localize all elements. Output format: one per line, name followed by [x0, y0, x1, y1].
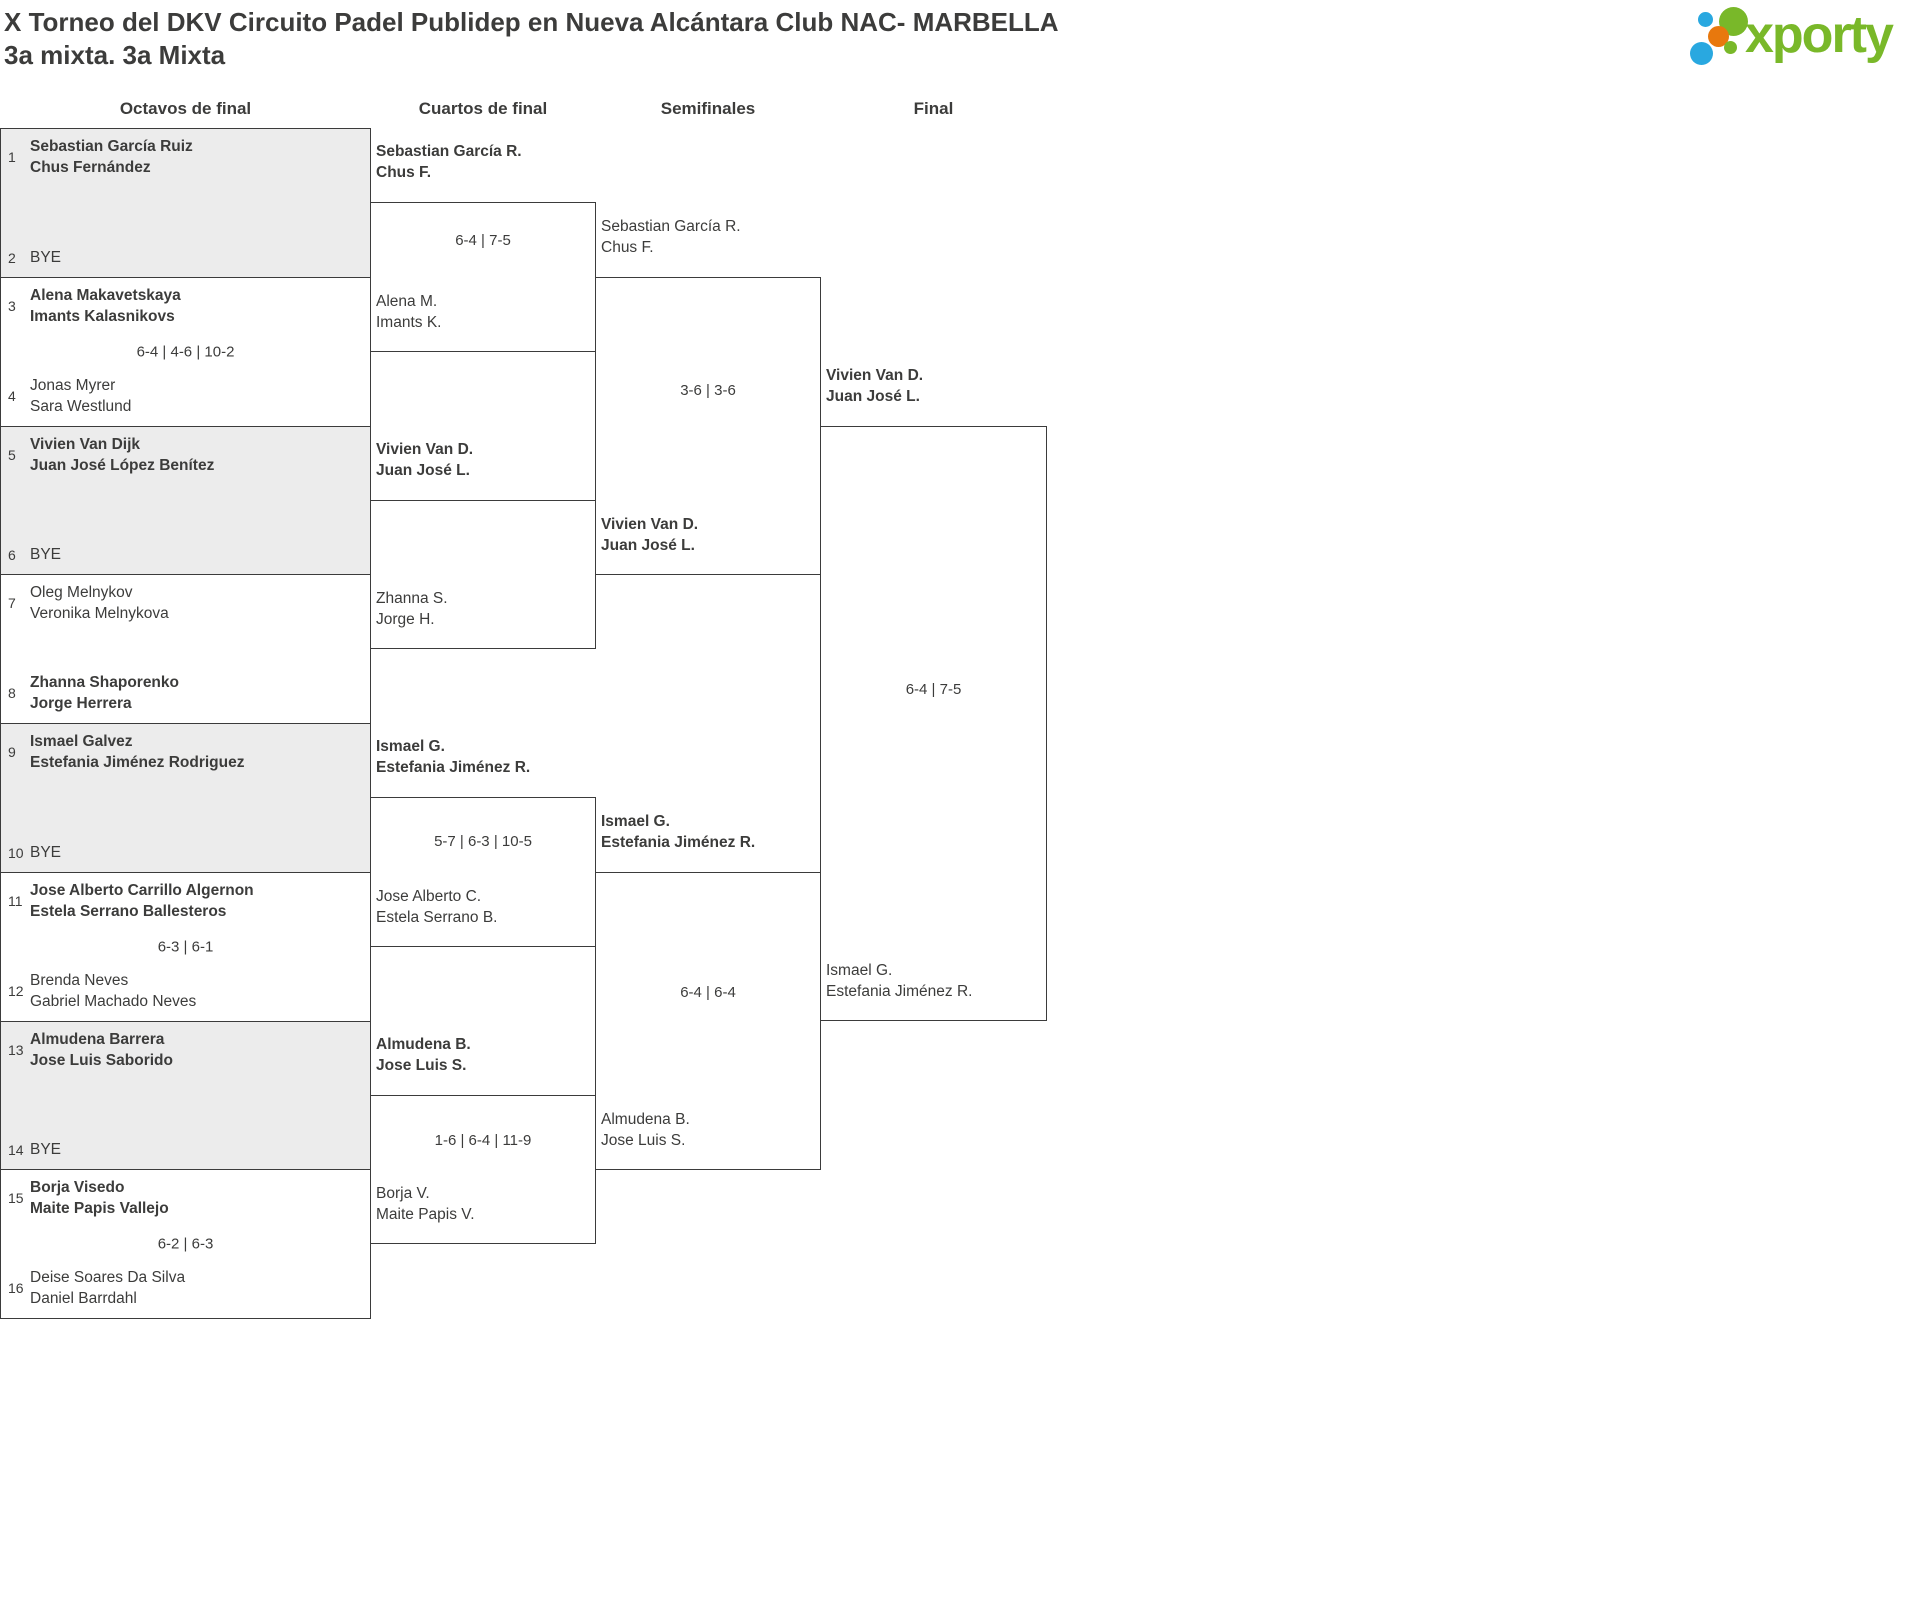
- team-name: BYE: [30, 844, 62, 861]
- seed-number: 3: [8, 298, 16, 314]
- team-name: Almudena B.Jose Luis S.: [376, 1036, 471, 1074]
- seed-number: 2: [8, 249, 16, 266]
- seed-number: 4: [8, 388, 16, 404]
- team-name: Ismael G.Estefania Jiménez R.: [376, 738, 531, 776]
- match-score: 1-6 | 6-4 | 11-9: [434, 1132, 532, 1149]
- team-slot: 14 BYE: [1, 1139, 370, 1160]
- team-name: Vivien Van D.Juan José L.: [601, 516, 699, 554]
- seed-number: 7: [8, 595, 16, 611]
- round-header-final: Final: [913, 99, 954, 118]
- seed-number: 14: [8, 1141, 24, 1158]
- seed-number: 9: [8, 744, 16, 760]
- logo-dot-blue-small-icon: [1698, 12, 1713, 27]
- team-name: Ismael G.Estefania Jiménez R.: [601, 813, 756, 851]
- team-name: Ismael G.Estefania Jiménez R.: [826, 962, 973, 1000]
- team-name: Vivien Van D.Juan José L.: [376, 441, 474, 479]
- team-name: Almudena B.Jose Luis S.: [601, 1111, 690, 1149]
- xporty-logo[interactable]: xporty: [1685, 3, 1917, 75]
- match-score: 6-4 | 4-6 | 10-2: [136, 343, 235, 361]
- seed-number: 16: [8, 1280, 24, 1296]
- team-name: BYE: [30, 249, 62, 266]
- sf-match-2: [595, 872, 821, 1170]
- match-score: 6-2 | 6-3: [157, 1235, 214, 1253]
- match-score: 5-7 | 6-3 | 10-5: [434, 833, 532, 850]
- seed-number: 1: [8, 149, 16, 165]
- team-name: Jose Alberto C.Estela Serrano B.: [376, 888, 498, 926]
- team-name: Borja V.Maite Papis V.: [376, 1185, 475, 1223]
- team-name: Sebastian García R.Chus F.: [601, 218, 741, 256]
- round-header-cuartos: Cuartos de final: [418, 99, 548, 118]
- team-name: Sebastian García R.Chus F.: [376, 143, 522, 181]
- match-score: 6-4 | 7-5: [905, 681, 962, 698]
- team-name: Vivien Van D.Juan José L.: [826, 367, 924, 405]
- match-score: 3-6 | 3-6: [680, 382, 736, 399]
- team-slot: 10 BYE: [1, 842, 370, 863]
- team-name: Alena M.Imants K.: [376, 293, 442, 331]
- page-title: X Torneo del DKV Circuito Padel Publidep…: [4, 7, 1059, 37]
- seed-number: 10: [8, 844, 24, 861]
- seed-number: 12: [8, 983, 24, 999]
- page-title-block: X Torneo del DKV Circuito Padel Publidep…: [4, 6, 1059, 72]
- team-name: BYE: [30, 546, 62, 563]
- team-slot: 6 BYE: [1, 544, 370, 565]
- logo-dot-green-small-icon: [1724, 41, 1737, 54]
- team-name: Zhanna S.Jorge H.: [376, 590, 448, 628]
- seed-number: 5: [8, 447, 16, 463]
- team-slot: 2 BYE: [1, 247, 370, 268]
- match-score: 6-3 | 6-1: [157, 938, 214, 956]
- round-header-octavos: Octavos de final: [119, 99, 252, 118]
- logo-dot-blue-large-icon: [1690, 42, 1713, 65]
- round-header-semifinales: Semifinales: [660, 99, 756, 118]
- seed-number: 15: [8, 1190, 24, 1206]
- final-match: [820, 426, 1047, 1021]
- seed-number: 8: [8, 685, 16, 701]
- seed-number: 13: [8, 1042, 24, 1058]
- team-name: BYE: [30, 1141, 62, 1158]
- match-score: 6-4 | 6-4: [680, 984, 736, 1001]
- page-subtitle: 3a mixta. 3a Mixta: [4, 40, 226, 70]
- seed-number: 11: [8, 893, 23, 909]
- match-score: 6-4 | 7-5: [455, 232, 511, 249]
- logo-wordmark: xporty: [1745, 6, 1894, 64]
- seed-number: 6: [8, 546, 16, 563]
- logo-dot-orange-icon: [1708, 26, 1729, 47]
